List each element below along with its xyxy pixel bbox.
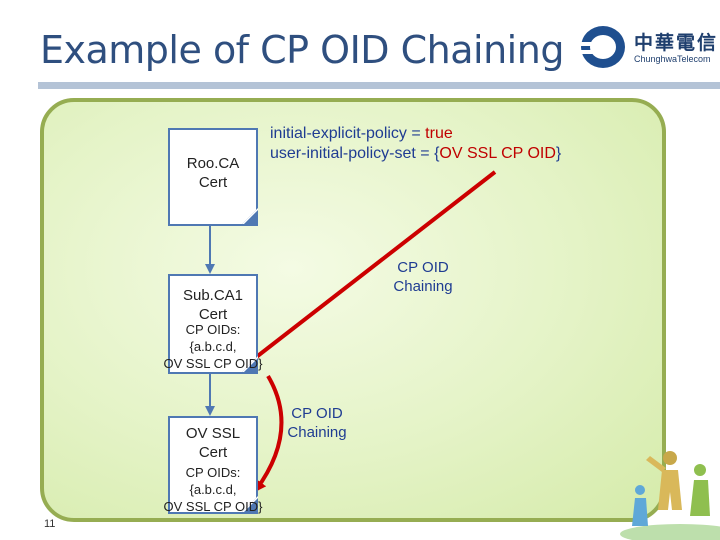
people-silhouette-decoration [620,451,720,540]
ov-cert-label: Cert [198,444,228,461]
chunghwa-telecom-logo: 中華電信 ChunghwaTelecom [578,24,718,70]
lower-chaining-line2: Chaining [287,424,347,441]
policy-set-open-brace: { [434,145,440,162]
logo-chinese-name: 中華電信 [634,32,719,54]
sub-oids-heading: CP OIDs: [185,322,241,337]
ov-cert-name: OV SSL [185,425,241,442]
policy-set-value: OV SSL CP OID [439,145,556,162]
explicit-policy-value: true [425,125,453,142]
policy-set-line: user-initial-policy-set = {OV SSL CP OID… [270,144,561,164]
ov-oids-heading: CP OIDs: [185,465,241,480]
validation-parameters: initial-explicit-policy = true user-init… [270,124,561,164]
logo-english-name: ChunghwaTelecom [634,54,711,64]
sub-oids-value1: {a.b.c.d, [189,339,237,354]
policy-set-key: user-initial-policy-set = [270,145,435,162]
title-divider [38,82,720,89]
upper-chaining-line1: CP OID [397,259,449,276]
ov-oids-value1: {a.b.c.d, [189,482,237,497]
lower-chaining-label: CP OID Chaining [280,404,354,442]
ov-ssl-cert: OV SSL Cert [168,416,258,514]
sub-cert-name: Sub.CA1 [182,287,244,304]
sub-cert-oids: CP OIDs: {a.b.c.d, OV SSL CP OID} [150,321,276,372]
root-cert-name: Roo.CA [186,155,240,172]
sub-to-ov-chaining-arrow [254,374,284,493]
slide-title: Example of CP OID Chaining [40,28,564,72]
sub-ca1-cert: Sub.CA1 Cert [168,274,258,374]
root-cert-label: Cert [198,174,228,191]
sub-oids-value2: OV SSL CP OID} [163,356,263,371]
explicit-policy-key: initial-explicit-policy = [270,125,426,142]
logo-mark-icon [578,26,625,68]
upper-chaining-label: CP OID Chaining [386,258,460,296]
root-ca-cert: Roo.CA Cert [168,128,258,226]
page-fold-icon [240,496,258,514]
page-fold-icon [240,208,258,226]
policy-to-sub-chaining-arrow [243,170,497,367]
diagram-panel [40,98,666,522]
lower-chaining-line1: CP OID [291,405,343,422]
sub-cert-label: Cert [198,306,228,323]
upper-chaining-line2: Chaining [393,278,453,295]
ov-oids-value2: OV SSL CP OID} [163,499,263,514]
policy-set-close-brace: } [555,145,562,162]
page-fold-icon [240,356,258,374]
ov-cert-oids: CP OIDs: {a.b.c.d, OV SSL CP OID} [150,464,276,515]
page-number: 11 [44,518,56,530]
explicit-policy-line: initial-explicit-policy = true [270,124,561,144]
